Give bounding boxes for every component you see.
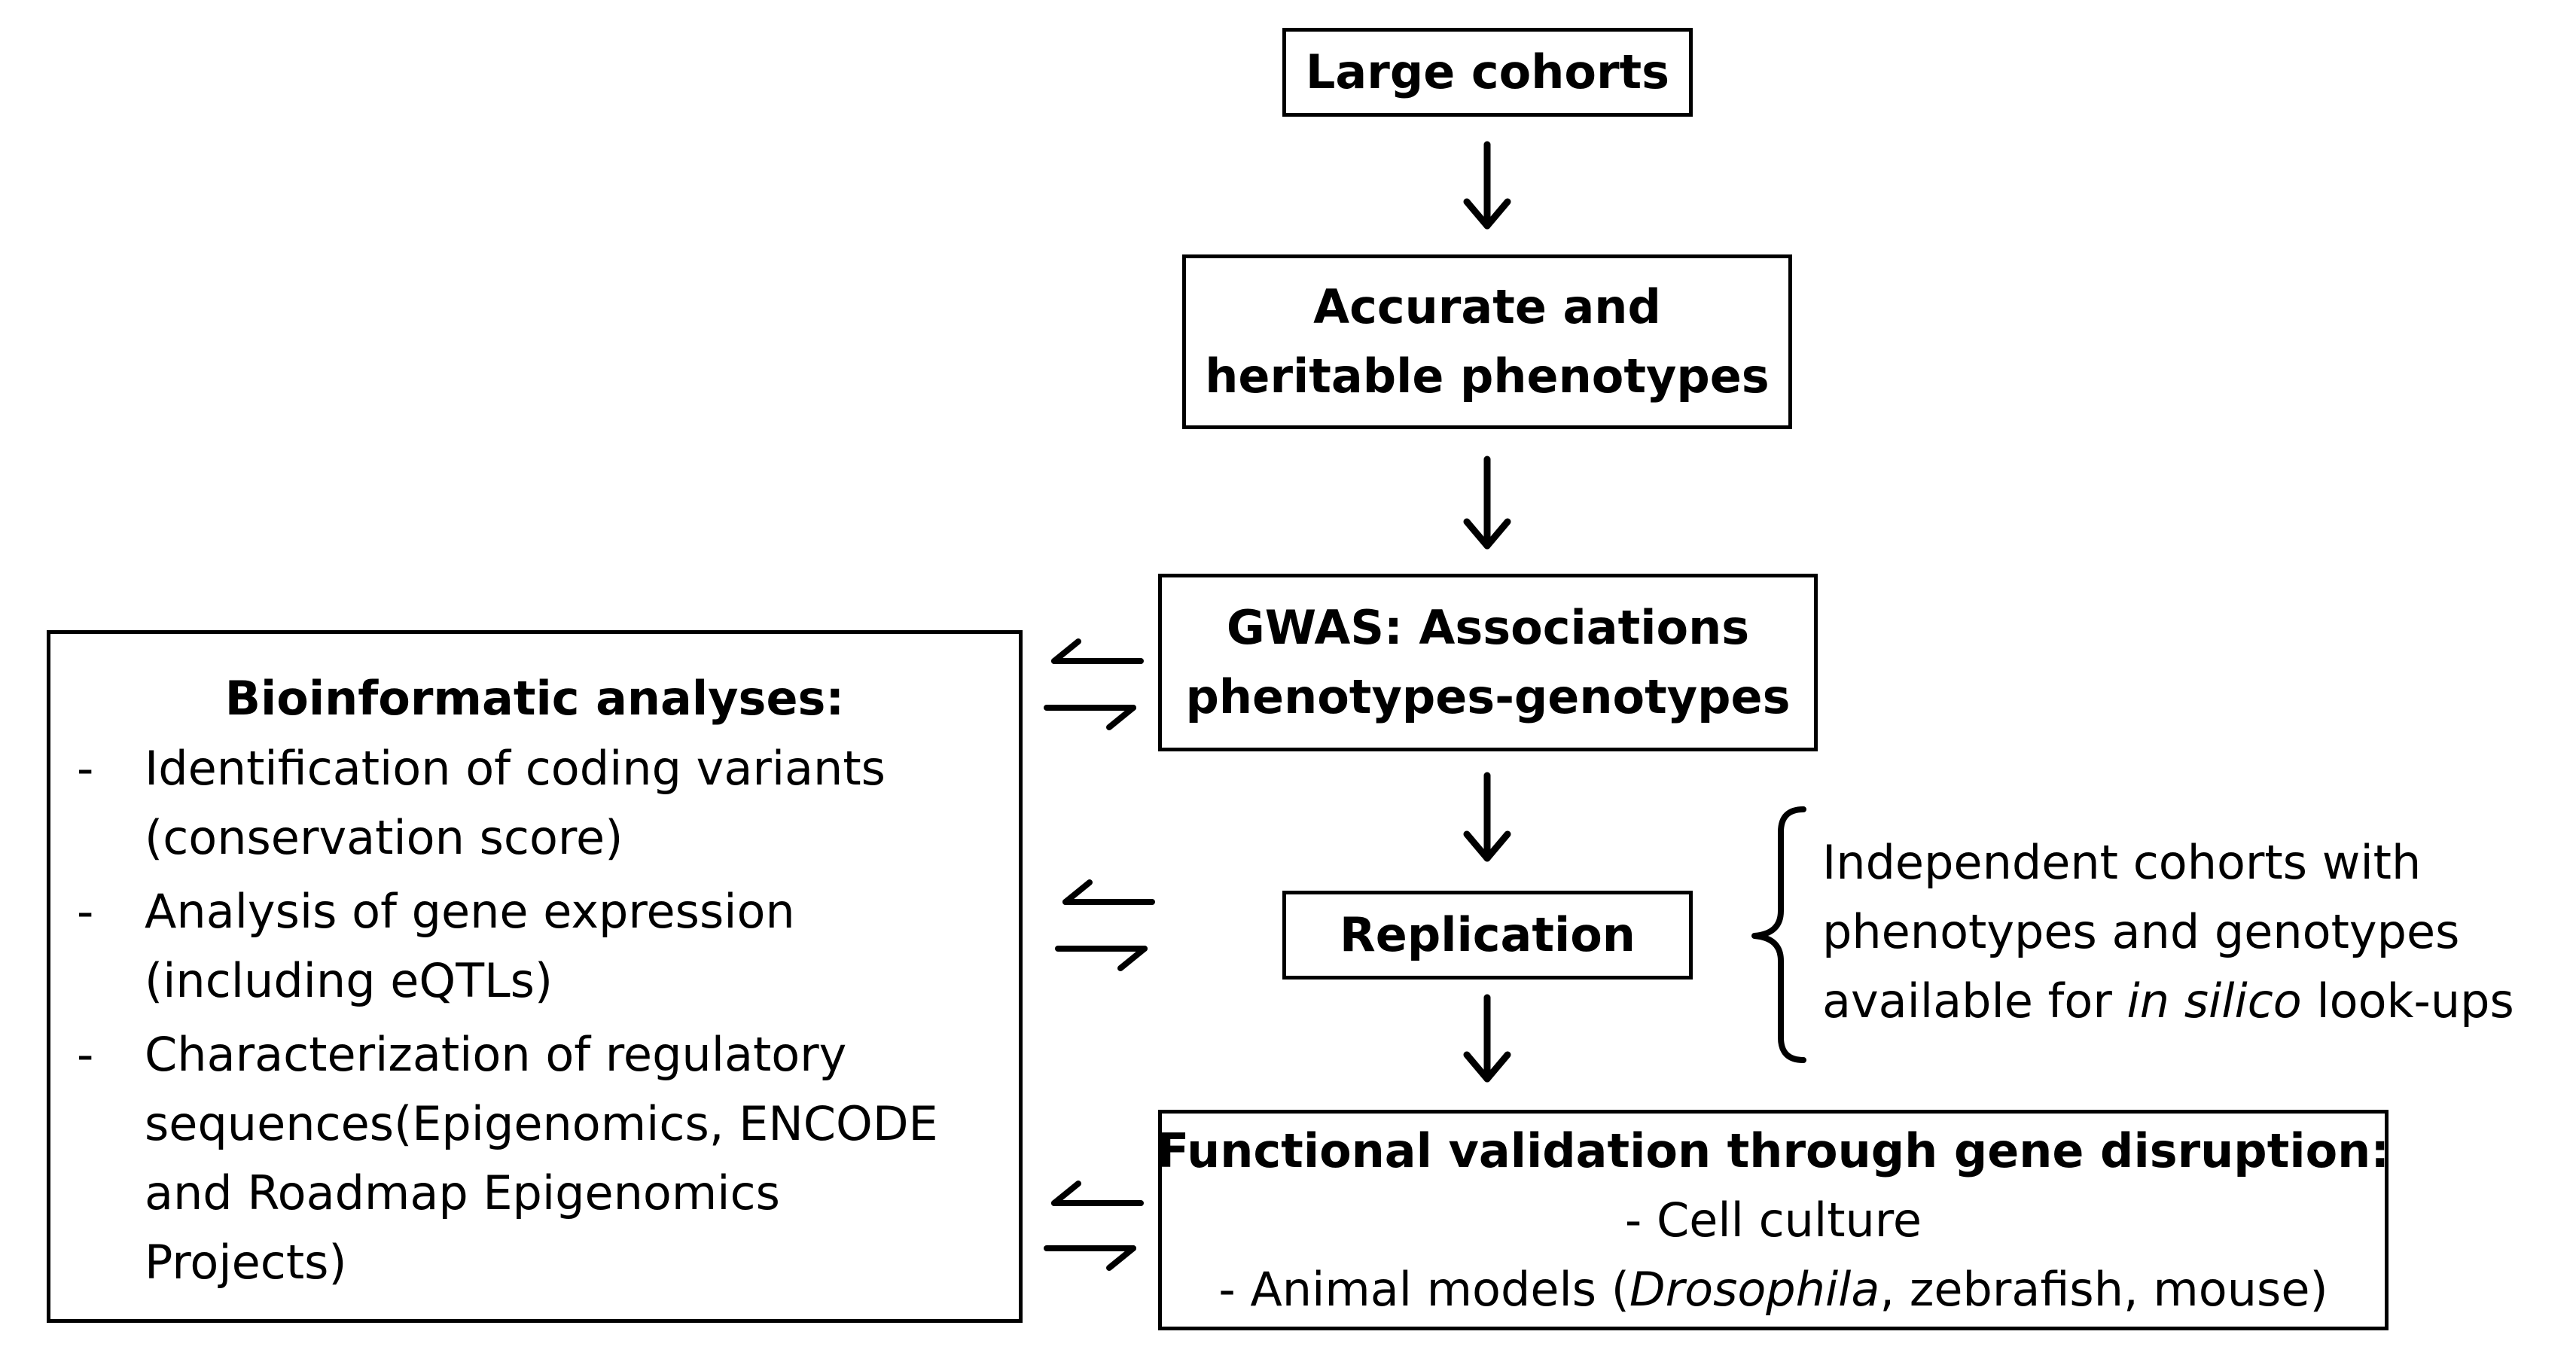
bio-list-dash: -: [77, 884, 94, 939]
bio-list-dash: -: [77, 1027, 94, 1082]
bio-list-text: Analysis of gene expression (including e…: [145, 877, 795, 1016]
exchange-arrows-gwas: [1044, 638, 1144, 730]
arrow-phenotypes-to-gwas: [1463, 455, 1511, 550]
bioinformatic-analyses-box: Bioinformatic analyses:: [47, 630, 1023, 1323]
large-cohorts-label: Large cohorts: [1305, 44, 1670, 99]
replication-label: Replication: [1340, 907, 1636, 962]
in-silico-italic: in silico: [2126, 973, 2302, 1028]
phenotypes-label-line2: heritable phenotypes: [1205, 349, 1770, 404]
independent-cohorts-line3-prefix: available for: [1822, 973, 2127, 1028]
bioinformatic-analyses-title: Bioinformatic analyses:: [224, 671, 845, 726]
bio-list-text: Identification of coding variants (conse…: [145, 734, 886, 873]
bio-list-text: Characterization of regulatory sequences…: [145, 1020, 938, 1297]
replication-box: Replication: [1282, 891, 1693, 980]
functional-item-cell-culture: - Cell culture: [1624, 1192, 1922, 1248]
bio-list-line: sequences(Epigenomics, ENCODE: [145, 1096, 938, 1151]
gwas-label-line2: phenotypes-genotypes: [1185, 669, 1791, 724]
animal-models-italic: Drosophila: [1629, 1261, 1880, 1317]
independent-cohorts-note: Independent cohorts with phenotypes and …: [1822, 828, 2560, 1036]
independent-cohorts-line1: Independent cohorts with: [1822, 835, 2422, 890]
arrow-gwas-to-replication: [1463, 772, 1511, 862]
functional-validation-title: Functional validation through gene disru…: [1157, 1123, 2390, 1178]
bio-list-line: Analysis of gene expression: [145, 884, 795, 939]
exchange-arrows-functional: [1044, 1181, 1144, 1271]
bio-list-dash: -: [77, 741, 94, 796]
phenotypes-label-line1: Accurate and: [1313, 279, 1661, 334]
bio-list-line: (conservation score): [145, 810, 623, 865]
independent-cohorts-line3-suffix: look-ups: [2301, 973, 2514, 1028]
large-cohorts-box: Large cohorts: [1282, 28, 1693, 117]
functional-item-animal-models: - Animal models (Drosophila, zebrafish, …: [1218, 1255, 2328, 1324]
bio-list-line: (including eQTLs): [145, 953, 553, 1008]
bio-list-line: Identification of coding variants: [145, 741, 886, 796]
bio-list-line: Characterization of regulatory: [145, 1027, 847, 1082]
independent-cohorts-line2: phenotypes and genotypes: [1822, 904, 2460, 959]
bio-list-line: and Roadmap Epigenomics: [145, 1165, 780, 1220]
phenotypes-box: Accurate and heritable phenotypes: [1182, 254, 1792, 429]
animal-models-suffix: , zebrafish, mouse): [1879, 1261, 2328, 1317]
functional-validation-box: Functional validation through gene disru…: [1157, 1110, 2390, 1330]
bio-list-line: Projects): [145, 1235, 347, 1290]
arrow-cohorts-to-phenotypes: [1463, 141, 1511, 230]
gwas-label-line1: GWAS: Associations: [1226, 600, 1750, 655]
curly-brace: [1751, 806, 1806, 1063]
exchange-arrows-replication: [1055, 879, 1155, 971]
animal-models-prefix: - Animal models (: [1218, 1261, 1629, 1317]
independent-cohorts-line3: available for in silico look-ups: [1822, 967, 2560, 1036]
gwas-box: GWAS: Associations phenotypes-genotypes: [1158, 574, 1818, 751]
arrow-replication-to-functional: [1463, 994, 1511, 1083]
